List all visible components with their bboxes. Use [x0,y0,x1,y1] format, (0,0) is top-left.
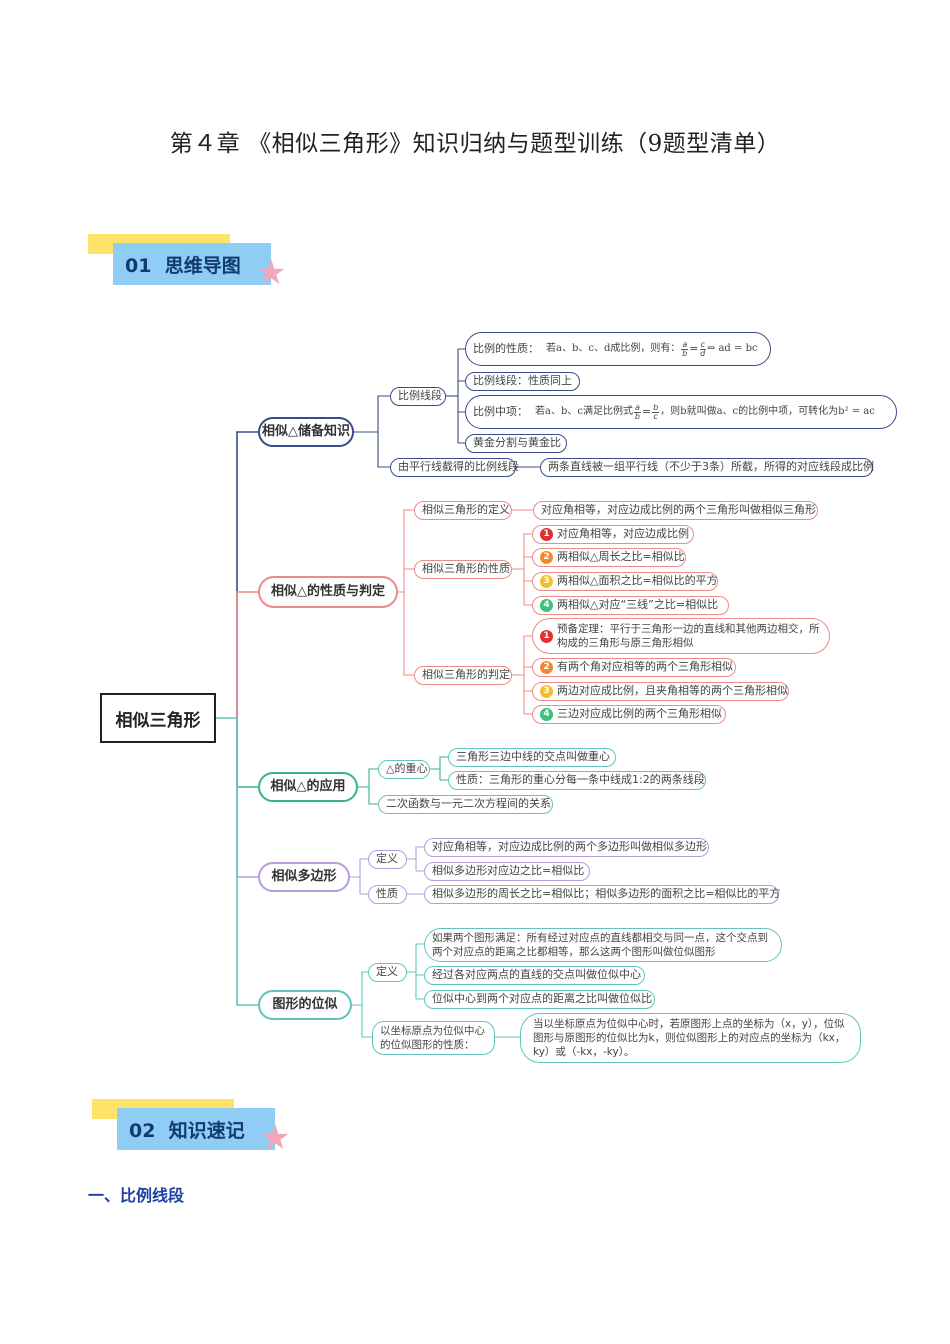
number-3-icon: 3 [540,685,553,698]
node-parallel-segments: 由平行线截得的比例线段 [390,458,519,477]
section-banner-mindmap: 01 思维导图 ★ [88,234,298,294]
label-proportion-property: 比例的性质： [473,341,539,355]
number-1-icon: 1 [540,528,553,541]
text-equivalence: ⇔ ad = bc [706,343,758,355]
label-mean-proportional: 比例中项： [473,404,528,418]
node-homothety-def-1: 如果两个图形满足：所有经过对应点的直线都相交与同一点，这个交点到两个对应点的距离… [424,928,782,962]
mindmap-root: 相似三角形 [100,693,216,743]
node-centroid-definition: 三角形三边中线的交点叫做重心 [448,748,616,767]
star-icon: ★ [256,253,287,293]
node-quadratic-relation: 二次函数与一元二次方程间的关系 [378,795,553,814]
number-3-icon: 3 [540,575,553,588]
node-polygon-definition-text: 对应角相等，对应边成比例的两个多边形叫做相似多边形 [424,838,709,857]
node-proportional-segments: 比例线段 [390,387,446,406]
number-1-icon: 1 [540,629,553,643]
node-origin-homothety: 以坐标原点为位似中心的位似图形的性质： [372,1021,495,1055]
banner-number: 01 [125,255,152,277]
node-centroid-property: 性质：三角形的重心分每一条中线成1:2的两条线段 [448,771,706,790]
text-proportion-property: 若a、b、c、d成比例，则有： [546,343,681,355]
node-similar-judgement: 相似三角形的判定 [414,666,512,685]
banner-label: 知识速记 [168,1120,245,1142]
node-polygon-definition: 定义 [368,850,407,869]
node-homothety-def-2: 经过各对应两点的直线的交点叫做位似中心 [424,966,645,985]
node-polygon-ratio: 相似多边形对应边之比=相似比 [424,862,590,881]
node-centroid: △的重心 [378,760,430,779]
banner-label: 思维导图 [164,255,241,277]
number-4-icon: 4 [540,708,553,721]
branch-similar-polygons: 相似多边形 [258,862,350,892]
node-similar-definition-text: 对应角相等，对应边成比例的两个三角形叫做相似三角形 [533,501,818,520]
number-4-icon: 4 [540,599,553,612]
text-mean-conversion: ，则b就叫做a、c的比例中项，可转化为b² = ac [660,406,875,418]
number-2-icon: 2 [540,661,553,674]
section-banner-notes: 02 知识速记 ★ [92,1099,302,1159]
node-homothety-definition: 定义 [368,963,407,982]
node-homothety-def-3: 位似中心到两个对应点的距离之比叫做位似比 [424,990,655,1009]
node-segment-property: 比例线段：性质同上 [465,372,580,391]
banner-blue-block [113,243,271,285]
node-similar-definition: 相似三角形的定义 [414,501,512,520]
branch-application: 相似△的应用 [258,772,358,802]
banner-blue-block [117,1108,275,1150]
node-parallel-description: 两条直线被一组平行线（不少于3条）所截，所得的对应线段成比例 [540,458,874,477]
node-golden-ratio: 黄金分割与黄金比 [465,434,567,453]
star-icon: ★ [260,1118,291,1158]
node-polygon-property: 性质 [368,885,407,904]
page-title: 第４章 《相似三角形》知识归纳与题型训练（9题型清单） [169,131,781,157]
branch-homothety: 图形的位似 [258,990,352,1020]
node-polygon-property-text: 相似多边形的周长之比=相似比；相似多边形的面积之比=相似比的平方 [424,885,780,904]
text-mean-proportional: 若a、b、c满足比例式 [535,406,633,418]
banner-number: 02 [129,1120,156,1142]
branch-reserve-knowledge: 相似△储备知识 [258,417,354,447]
section-heading: 一、比例线段 [88,1186,185,1205]
node-similar-properties: 相似三角形的性质 [414,560,512,579]
node-origin-homothety-text: 当以坐标原点为位似中心时，若原图形上点的坐标为（x，y），位似图形与原图形的位似… [520,1013,861,1063]
number-2-icon: 2 [540,551,553,564]
branch-properties-judgement: 相似△的性质与判定 [258,576,398,608]
